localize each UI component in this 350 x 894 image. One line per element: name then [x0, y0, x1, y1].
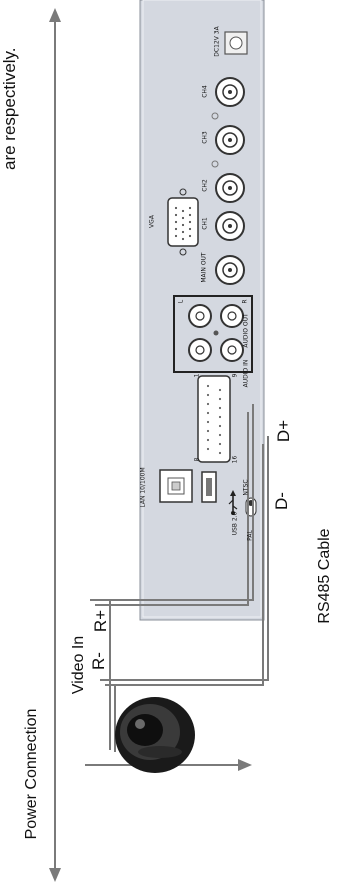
r-plus-label: R+ — [91, 609, 110, 633]
bnc-ch4 — [215, 77, 245, 107]
dc-power-jack — [224, 31, 248, 55]
lan-label: LAN 10/100M — [139, 467, 147, 508]
vga-port — [167, 188, 199, 256]
usb-label: USB 2.0 — [231, 511, 239, 536]
d-minus-label: D- — [272, 492, 291, 510]
pin-9-label: 9 — [231, 373, 239, 378]
audio-out-label: AUDIO OUT — [242, 313, 250, 348]
dome-camera — [115, 697, 195, 773]
ch4-label: CH4 — [201, 85, 209, 98]
ntsc-label: NTSC — [242, 479, 250, 496]
bnc-ch1 — [215, 211, 245, 241]
ch1-label: CH1 — [201, 217, 209, 230]
audio-l-label: L — [177, 299, 185, 304]
rs485-cable-label: RS485 Cable — [316, 528, 333, 624]
power-connection-label: Power Connection — [23, 708, 40, 840]
pin-1-label: 1 — [193, 373, 201, 378]
lan-port — [159, 469, 193, 503]
audio-r-label: R — [241, 299, 249, 304]
usb-icon — [228, 490, 238, 515]
pin-8-label: 8 — [193, 457, 201, 462]
bnc-main-out — [215, 255, 245, 285]
bnc-ch2 — [215, 173, 245, 203]
ch2-label: CH2 — [201, 179, 209, 192]
r-minus-label: R- — [89, 652, 108, 670]
d-plus-label: D+ — [274, 419, 293, 443]
video-in-label: Video In — [70, 635, 87, 695]
main-out-label: MAIN OUT — [200, 252, 208, 283]
audio-in-label: AUDIO IN — [242, 359, 250, 388]
dc-power-label: DC12V 3A — [213, 26, 221, 57]
rs485-port — [197, 375, 231, 463]
pin-16-label: 16 — [231, 455, 239, 464]
ch3-label: CH3 — [201, 131, 209, 144]
power-arrow — [49, 8, 61, 882]
pal-label: PAL — [246, 530, 254, 541]
bnc-ch3 — [215, 125, 245, 155]
usb-port — [201, 471, 217, 503]
audio-block — [173, 295, 253, 373]
rs485-wires — [90, 404, 269, 752]
vga-label: VGA — [148, 215, 156, 228]
